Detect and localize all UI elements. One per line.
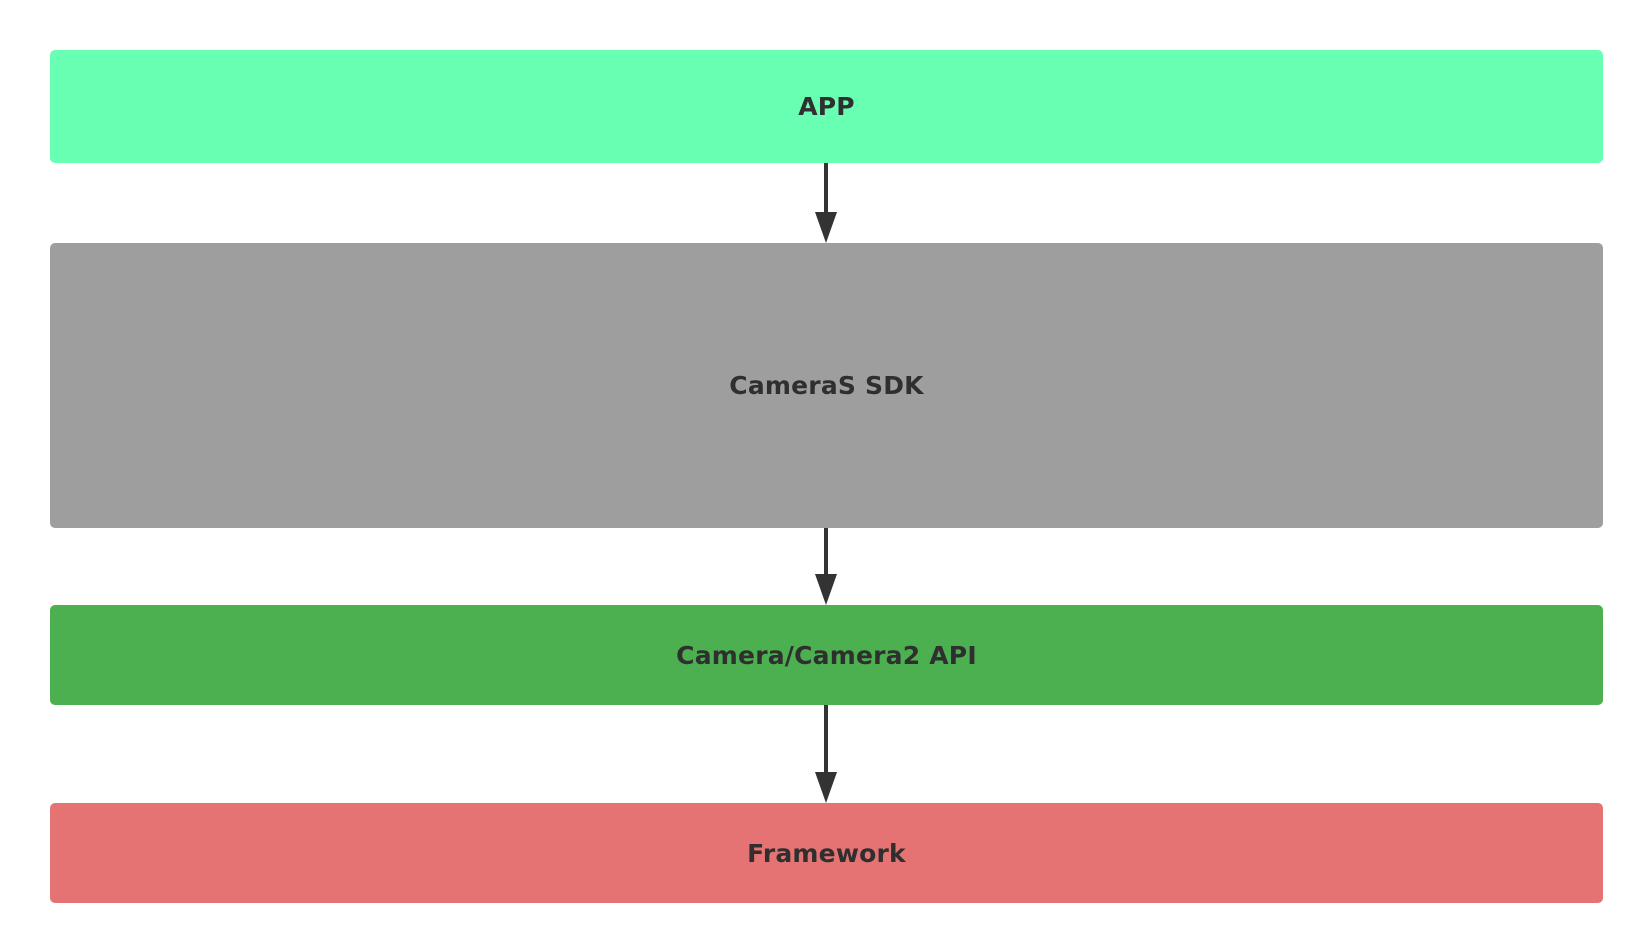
layer-framework-label: Framework [747,838,906,868]
layer-cameras-sdk: CameraS SDK [50,243,1603,528]
layer-app-label: APP [798,92,855,121]
arrow-api-to-framework [815,705,837,803]
layer-camera-api: Camera/Camera2 API [50,605,1603,705]
arrow-sdk-to-api [815,528,837,605]
arrow-app-to-sdk [815,163,837,243]
layer-camera-api-label: Camera/Camera2 API [676,640,977,670]
layer-app: APP [50,50,1603,163]
layer-cameras-sdk-label: CameraS SDK [729,371,924,400]
layer-framework: Framework [50,803,1603,903]
